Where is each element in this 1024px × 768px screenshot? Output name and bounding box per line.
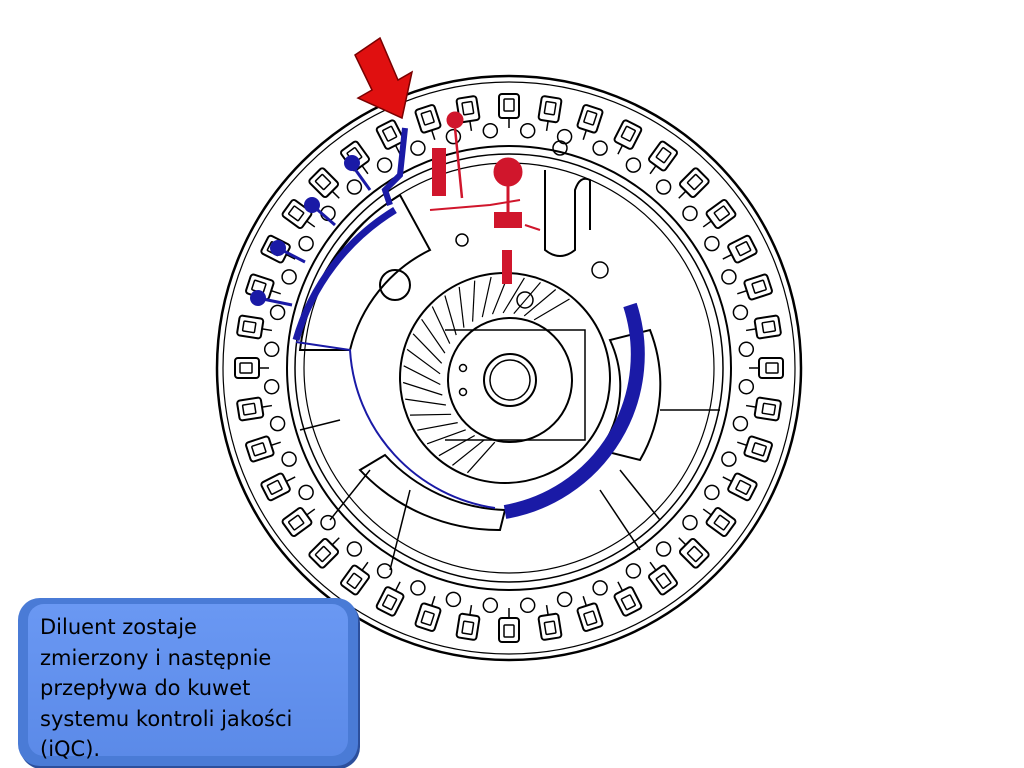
diluent-inner-thin: [295, 341, 496, 509]
spiral-fin: [405, 398, 446, 406]
cuvette-port: [682, 514, 698, 531]
spiral-fin: [426, 429, 466, 445]
cuvette-port: [281, 269, 297, 285]
port-left: [379, 269, 411, 301]
spiral-fin: [438, 434, 475, 457]
red-down-arrow-icon: [354, 36, 414, 120]
cuvette-port: [738, 341, 755, 358]
cuvette-port: [346, 179, 363, 195]
diluent-right-arc: [503, 302, 645, 519]
cuvette-port: [592, 580, 608, 596]
hub-square: [445, 329, 586, 441]
diluent-cuvette-taps: [250, 155, 372, 307]
cuvette-port: [556, 591, 573, 608]
hub-pin-1: [458, 363, 468, 373]
cuvette-port: [445, 128, 462, 145]
cuvette-port: [655, 179, 672, 195]
chamber-bottom: [358, 453, 507, 532]
cuvette-port: [410, 140, 426, 156]
spiral-fin: [409, 413, 452, 416]
spiral-fin: [523, 289, 557, 317]
cuvette-port: [376, 563, 393, 579]
diluent-outer-arc: [292, 207, 397, 341]
hub-mid: [447, 317, 573, 443]
cuvette-port: [376, 157, 393, 173]
cuvette-port: [263, 378, 280, 395]
cuvette-port: [281, 451, 297, 467]
cuvette-port: [269, 415, 286, 432]
cuvette-port: [592, 140, 608, 156]
callout-text: Diluent zostaje zmierzony i następnie pr…: [40, 615, 293, 761]
cuvette-port: [721, 269, 737, 285]
cuvette-port: [625, 157, 642, 173]
cuvette-port: [320, 514, 336, 531]
cuvette-port: [519, 122, 536, 139]
cuvette-port: [625, 563, 642, 579]
spiral-fin: [452, 439, 485, 466]
diluent-feed: [381, 127, 408, 206]
spiral-fin: [402, 381, 443, 396]
spiral-fin: [412, 333, 443, 364]
cuvette-port: [704, 484, 720, 501]
cuvette-port: [482, 122, 499, 139]
cuvette-port: [721, 451, 737, 467]
spiral-fin: [417, 422, 458, 431]
inner-channel-ring-outer: [286, 145, 732, 591]
spiral-fin: [406, 348, 441, 375]
spiral-fin: [481, 276, 492, 318]
u-chamber: [544, 170, 591, 257]
spiral-fin: [421, 318, 446, 354]
cuvette-port: [298, 484, 314, 501]
port-right: [591, 261, 609, 279]
cuvette-port: [682, 205, 698, 222]
spiral-fin: [403, 365, 441, 386]
spiral-fin: [458, 286, 465, 328]
disc-inner-rim: [222, 81, 796, 655]
hub-pin-2: [458, 387, 468, 397]
cuvette-port: [704, 235, 720, 252]
spiral-fin: [466, 441, 496, 474]
cuvette-port: [346, 541, 363, 557]
port-top-small: [455, 233, 469, 247]
callout-inner: Diluent zostaje zmierzony i następnie pr…: [28, 604, 348, 761]
spiral-fin: [444, 295, 457, 336]
cuvette-port: [738, 378, 755, 395]
spiral-fin: [472, 280, 476, 322]
spiral-fin: [502, 277, 525, 314]
inner-channel-ring-inner: [294, 153, 724, 583]
spiral-fins: [402, 275, 570, 474]
spiral-fin: [513, 282, 541, 314]
cuvette-port: [519, 597, 536, 614]
cuvette-port: [482, 597, 499, 614]
cuvette-port: [732, 304, 749, 321]
spiral-fin: [533, 298, 570, 321]
cuvette-port: [655, 541, 672, 557]
cuvette-port: [263, 341, 280, 358]
cuvette-port: [410, 580, 426, 596]
cuvette-port: [445, 591, 462, 608]
sample-channel: [429, 111, 541, 284]
callout-box: Diluent zostaje zmierzony i następnie pr…: [18, 598, 358, 766]
spiral-fin: [431, 306, 451, 344]
hub-center: [483, 353, 537, 407]
cuvette-port: [732, 415, 749, 432]
port-top-2: [516, 291, 534, 309]
cuvette-port: [298, 235, 314, 252]
cuvette-port: [269, 304, 286, 321]
